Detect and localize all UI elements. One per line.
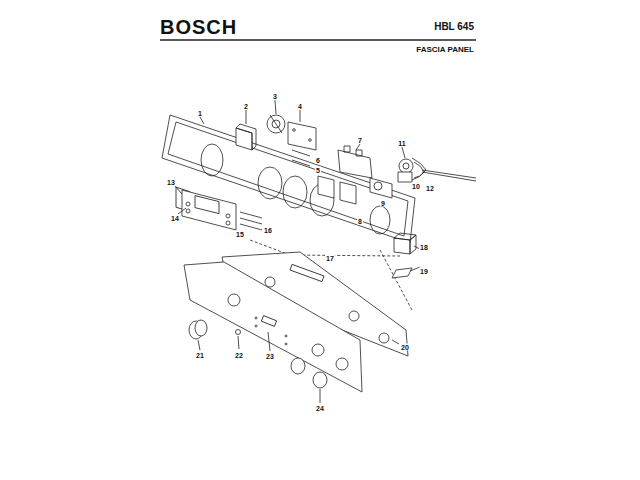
callout-number: 11 [397,140,406,147]
callout-number: 14 [170,215,180,222]
callout-number: 20 [400,344,410,351]
callout-number: 22 [234,352,244,359]
callout-number: 2 [243,103,249,110]
callout-number: 4 [297,103,303,110]
callout-number: 18 [419,244,429,251]
brand-logo: BOSCH [160,17,237,37]
callout-number: 16 [263,227,273,234]
callout-number: 5 [315,167,321,174]
callout-number: 17 [325,255,335,262]
callout-number: 12 [425,185,435,192]
model-number: HBL 645 [434,22,474,32]
callout-number: 1 [197,110,203,117]
callout-number: 3 [272,93,278,100]
callout-number: 19 [419,268,429,275]
callout-number: 13 [166,179,176,186]
callout-number: 9 [380,200,386,207]
callout-number: 15 [235,231,245,238]
callout-number: 8 [357,218,363,225]
section-title: FASCIA PANEL [416,46,474,54]
callout-number: 6 [315,157,321,164]
callout-number: 24 [315,405,325,412]
callout-number: 10 [411,183,421,190]
callout-number: 21 [195,352,205,359]
callout-number: 7 [357,137,363,144]
callout-number: 23 [265,353,275,360]
